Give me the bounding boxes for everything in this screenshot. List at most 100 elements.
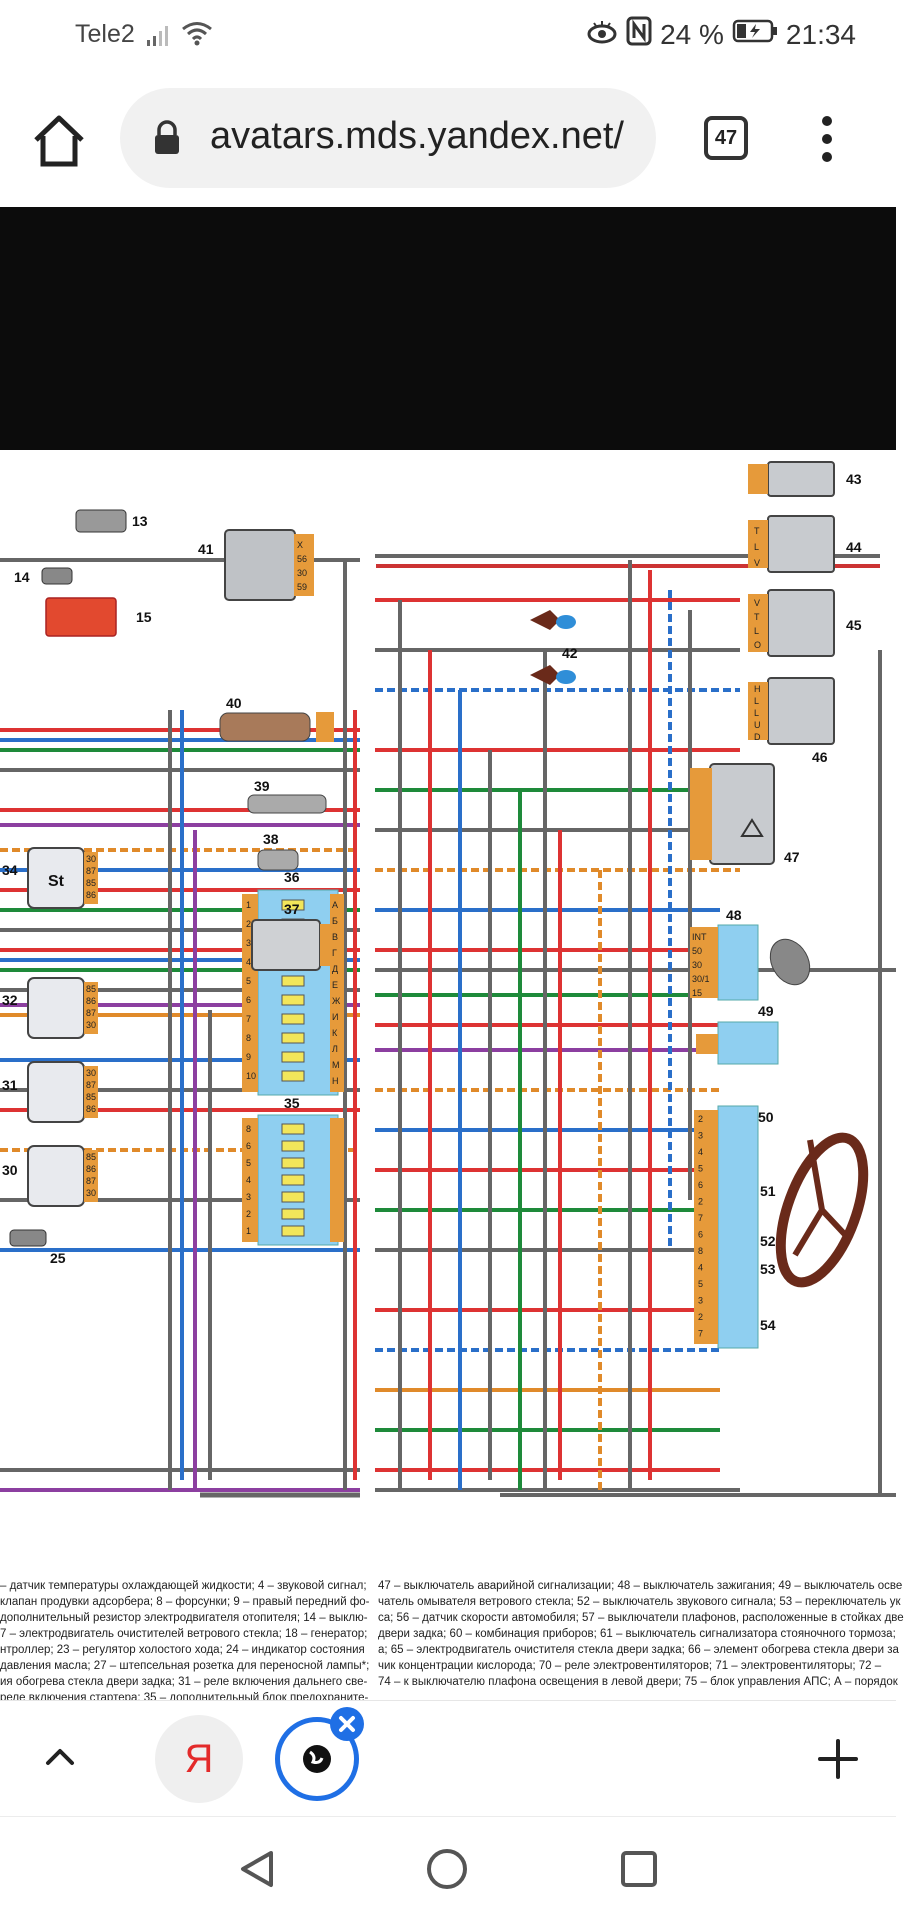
fuse36-pin-left: 10 <box>246 1071 256 1081</box>
column-switch-50-54 <box>694 1105 869 1349</box>
column-switch-pin: 7 <box>698 1329 703 1339</box>
legend-line: а; 65 – электродвигатель очистителя стек… <box>378 1644 899 1656</box>
sensor-13 <box>75 509 127 533</box>
fuse35-pin-left: 8 <box>246 1124 251 1134</box>
column-switch-pin: 5 <box>698 1279 703 1289</box>
switch46-pin: L <box>754 696 759 706</box>
switch45-pin: O <box>754 640 761 650</box>
alice-button[interactable] <box>275 1717 359 1801</box>
plus-icon <box>818 1739 858 1779</box>
switch41-pin: X <box>297 540 303 550</box>
nfc-icon <box>626 16 652 53</box>
label-50: 50 <box>758 1109 774 1125</box>
home-nav-button[interactable] <box>425 1847 469 1891</box>
legend-line: дополнительный резистор электродвигателя… <box>0 1612 368 1624</box>
more-vert-icon <box>822 116 832 162</box>
switch-49 <box>696 1021 779 1065</box>
column-switch-pin: 6 <box>698 1230 703 1240</box>
switch-47 <box>690 763 775 865</box>
label-41: 41 <box>198 541 214 557</box>
fuse36-pin-left: 2 <box>246 919 251 929</box>
switch-41 <box>224 529 314 601</box>
label-44: 44 <box>846 539 862 555</box>
fuse36-pin-right: Н <box>332 1076 339 1086</box>
label-35: 35 <box>284 1095 300 1111</box>
new-tab-button[interactable] <box>816 1737 860 1781</box>
fuse36-pin-right: Д <box>332 964 338 974</box>
switch44-pin: L <box>754 542 759 552</box>
relay-30 <box>27 1145 98 1207</box>
sensor-14 <box>41 567 73 585</box>
legend-line: 7 – электродвигатель очистителей ветрово… <box>0 1628 368 1640</box>
column-switch-pin: 2 <box>698 1197 703 1207</box>
label-48: 48 <box>726 907 742 923</box>
column-switch-pin: 7 <box>698 1213 703 1223</box>
address-bar[interactable]: avatars.mds.yandex.net/ <box>120 88 656 188</box>
switch-44 <box>748 515 835 573</box>
label-37: 37 <box>284 901 300 917</box>
menu-button[interactable] <box>812 114 842 164</box>
switch41-pin: 56 <box>297 554 307 564</box>
relay32-pin: 85 <box>86 984 96 994</box>
fuse35-pin-left: 4 <box>246 1175 251 1185</box>
ignition-pin: 30 <box>692 960 702 970</box>
relay-32 <box>27 977 98 1039</box>
relay32-pin: 30 <box>86 1020 96 1030</box>
column-switch-pin: 2 <box>698 1114 703 1124</box>
carrier-label: Tele2 <box>75 20 135 48</box>
tabs-button[interactable]: 47 <box>704 116 748 160</box>
relay32-pin: 87 <box>86 1008 96 1018</box>
sensor-38 <box>257 849 299 871</box>
relay30-pin: 87 <box>86 1176 96 1186</box>
relay34-pin: 30 <box>86 854 96 864</box>
switch46-pin: D <box>754 732 761 742</box>
label-43: 43 <box>846 471 862 487</box>
back-button[interactable] <box>235 1847 279 1891</box>
back-triangle-icon <box>241 1851 273 1887</box>
label-13: 13 <box>132 513 148 529</box>
fuse35-pin-left: 2 <box>246 1209 251 1219</box>
chevron-up-icon <box>46 1749 74 1765</box>
label-39: 39 <box>254 778 270 794</box>
label-42: 42 <box>562 645 578 661</box>
home-circle-icon <box>427 1849 467 1889</box>
switch-43 <box>748 461 835 497</box>
legend-line: ия обогрева стекла двери задка; 31 – рел… <box>0 1676 368 1688</box>
relay-34 <box>27 847 98 909</box>
recents-square-icon <box>621 1851 657 1887</box>
ignition-st-label: St <box>48 873 65 890</box>
relay31-pin: 85 <box>86 1092 96 1102</box>
label-15: 15 <box>136 609 152 625</box>
recents-button[interactable] <box>617 1847 661 1891</box>
close-badge-button[interactable] <box>330 1707 364 1741</box>
lamps-42 <box>530 610 576 685</box>
browser-bottom-bar: Я <box>0 1700 896 1817</box>
relay-31 <box>27 1061 98 1123</box>
label-31: 31 <box>2 1077 18 1093</box>
label-54: 54 <box>760 1317 776 1333</box>
fuse36-pin-left: 4 <box>246 957 251 967</box>
page-seam <box>361 450 374 1700</box>
relay31-pin: 87 <box>86 1080 96 1090</box>
label-30: 30 <box>2 1162 18 1178</box>
ignition-pin: 50 <box>692 946 702 956</box>
status-right: 24 % 21:34 <box>586 16 856 53</box>
home-button[interactable] <box>30 112 88 170</box>
battery-percent: 24 % <box>660 18 724 50</box>
ignition-switch-48 <box>690 924 811 1001</box>
switch41-pin: 59 <box>297 582 307 592</box>
clock: 21:34 <box>785 18 856 50</box>
switch46-pin: H <box>754 684 761 694</box>
legend-line: 74 – к выключателю плафона освещения в л… <box>378 1676 898 1688</box>
globe-icon <box>303 1745 331 1773</box>
expand-button[interactable] <box>40 1737 80 1777</box>
ignition-pin: INT <box>692 932 707 942</box>
home-icon <box>34 115 84 167</box>
wiring-diagram-image[interactable]: 36 35 St 34 32 31 30 25 13 <box>0 450 896 1700</box>
wiper-motor-15 <box>45 597 117 637</box>
yandex-button[interactable]: Я <box>155 1715 243 1803</box>
fuse-block-35 <box>242 1114 344 1246</box>
fuse35-pin-left: 3 <box>246 1192 251 1202</box>
relay31-pin: 30 <box>86 1068 96 1078</box>
switch44-pin: V <box>754 558 760 568</box>
